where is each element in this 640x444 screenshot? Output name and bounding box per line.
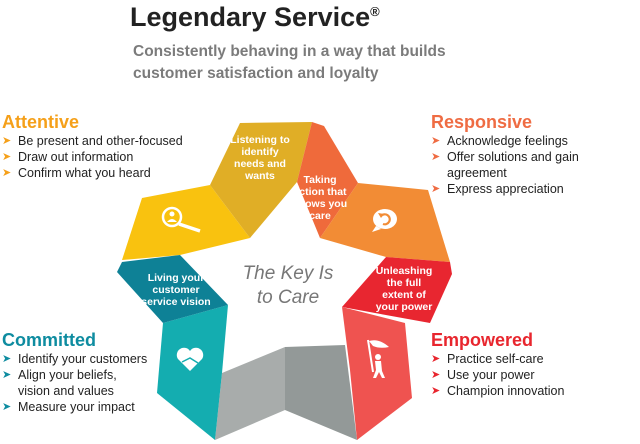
- subtitle: Consistently behaving in a way that buil…: [133, 43, 446, 82]
- living-panel: [117, 255, 228, 323]
- committed-section: Committed ➤ Identify your customers ➤ Alig…: [2, 330, 152, 415]
- base-right-panel: [285, 345, 357, 440]
- item-text: Align your beliefs, vision and values: [18, 368, 117, 398]
- list-item: ➤ Be present and other-focused: [2, 133, 183, 149]
- bullet-arrow-icon: ➤: [431, 369, 441, 381]
- title-text: Legendary Service: [130, 2, 371, 32]
- bullet-arrow-icon: ➤: [431, 151, 441, 163]
- responsive-heading: Responsive: [431, 112, 533, 132]
- item-text: Confirm what you heard: [18, 166, 151, 180]
- list-item: ➤ Offer solutions and gain agreement: [431, 149, 640, 181]
- taking-action-panel: [297, 122, 358, 238]
- bullet-arrow-icon: ➤: [2, 135, 12, 147]
- attentive-heading: Attentive: [2, 112, 80, 132]
- committed-heading: Committed: [2, 330, 96, 350]
- segment-listening: Listening to identify needs and wants: [230, 134, 290, 182]
- empowered-heading: Empowered: [431, 330, 534, 350]
- list-item: ➤ Express appreciation: [431, 181, 640, 197]
- bullet-arrow-icon: ➤: [431, 353, 441, 365]
- base-left-panel: [215, 347, 285, 440]
- attentive-list: ➤ Be present and other-focused ➤ Draw out …: [2, 133, 183, 181]
- list-item: ➤ Acknowledge feelings: [431, 133, 640, 149]
- listening-panel: [210, 122, 312, 238]
- bullet-arrow-icon: ➤: [2, 151, 12, 163]
- speech-bubble-return-icon: [372, 209, 397, 232]
- bullet-arrow-icon: ➤: [2, 369, 12, 381]
- list-item: ➤ Align your beliefs, vision and values: [2, 367, 152, 399]
- bullet-arrow-icon: ➤: [2, 401, 12, 413]
- page-title: Legendary Service®: [130, 2, 380, 33]
- segment-unleashing: Unleashing the full extent of your power: [375, 265, 433, 313]
- item-text: Use your power: [447, 368, 535, 382]
- item-text: Be present and other-focused: [18, 134, 183, 148]
- bullet-arrow-icon: ➤: [431, 385, 441, 397]
- attentive-panel: [122, 185, 250, 260]
- item-text: Identify your customers: [18, 352, 148, 366]
- list-item: ➤ Champion innovation: [431, 383, 564, 399]
- attentive-section: Attentive ➤ Be present and other-focused …: [2, 112, 183, 181]
- item-text: Practice self-care: [447, 352, 544, 366]
- list-item: ➤ Use your power: [431, 367, 564, 383]
- bullet-arrow-icon: ➤: [431, 183, 441, 195]
- item-text: Champion innovation: [447, 384, 565, 398]
- unleashing-panel: [342, 257, 452, 323]
- bullet-arrow-icon: ➤: [431, 135, 441, 147]
- item-text: Draw out information: [18, 150, 134, 164]
- empowered-section: Empowered ➤ Practice self-care ➤ Use your …: [431, 330, 564, 399]
- list-item: ➤ Identify your customers: [2, 351, 152, 367]
- list-item: ➤ Measure your impact: [2, 399, 152, 415]
- item-text: Measure your impact: [18, 400, 135, 414]
- responsive-section: Responsive ➤ Acknowledge feelings ➤ Offer …: [431, 112, 640, 197]
- committed-panel: [157, 305, 228, 440]
- heart-handshake-icon: [176, 347, 204, 371]
- list-item: ➤ Confirm what you heard: [2, 165, 183, 181]
- segment-living: Living your customer service vision: [141, 272, 211, 308]
- list-item: ➤ Practice self-care: [431, 351, 564, 367]
- item-text: Express appreciation: [447, 182, 564, 196]
- registered-mark: ®: [370, 4, 380, 19]
- empowered-list: ➤ Practice self-care ➤ Use your power ➤ Cha…: [431, 351, 564, 399]
- item-text: Acknowledge feelings: [447, 134, 568, 148]
- responsive-list: ➤ Acknowledge feelings ➤ Offer solutions a…: [431, 133, 640, 197]
- bullet-arrow-icon: ➤: [2, 353, 12, 365]
- list-item: ➤ Draw out information: [2, 149, 183, 165]
- bullet-arrow-icon: ➤: [2, 167, 12, 179]
- person-flag-icon: [367, 339, 389, 378]
- center-text: The Key Is to Care: [242, 263, 334, 308]
- segment-taking-action: Taking action that shows you care: [292, 174, 348, 222]
- committed-list: ➤ Identify your customers ➤ Align your bel…: [2, 351, 152, 415]
- magnifier-person-icon: [161, 206, 201, 233]
- item-text: Offer solutions and gain agreement: [447, 150, 579, 180]
